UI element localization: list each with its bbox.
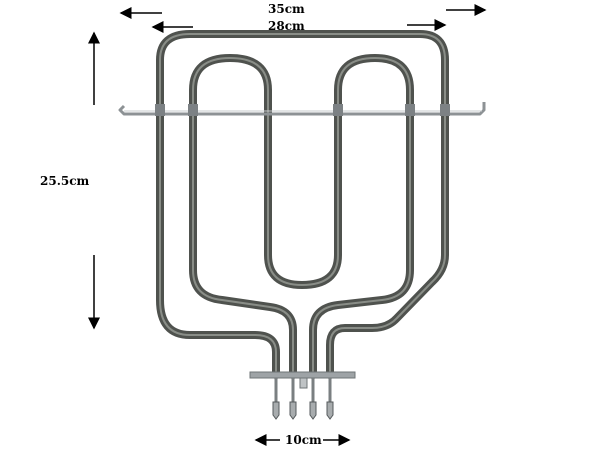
terminal-bracket xyxy=(249,371,356,389)
support-bracket xyxy=(118,102,486,116)
terminal-spacing-label: 10cm xyxy=(285,433,322,447)
terminal-pins xyxy=(272,378,334,420)
height-label: 25.5cm xyxy=(40,174,90,188)
outer-element-loop xyxy=(156,30,449,379)
dimension-arrows xyxy=(88,4,487,446)
inner-width-label: 28cm xyxy=(268,19,305,33)
overall-width-label: 35cm xyxy=(268,2,305,16)
inner-element-loop xyxy=(189,54,414,379)
